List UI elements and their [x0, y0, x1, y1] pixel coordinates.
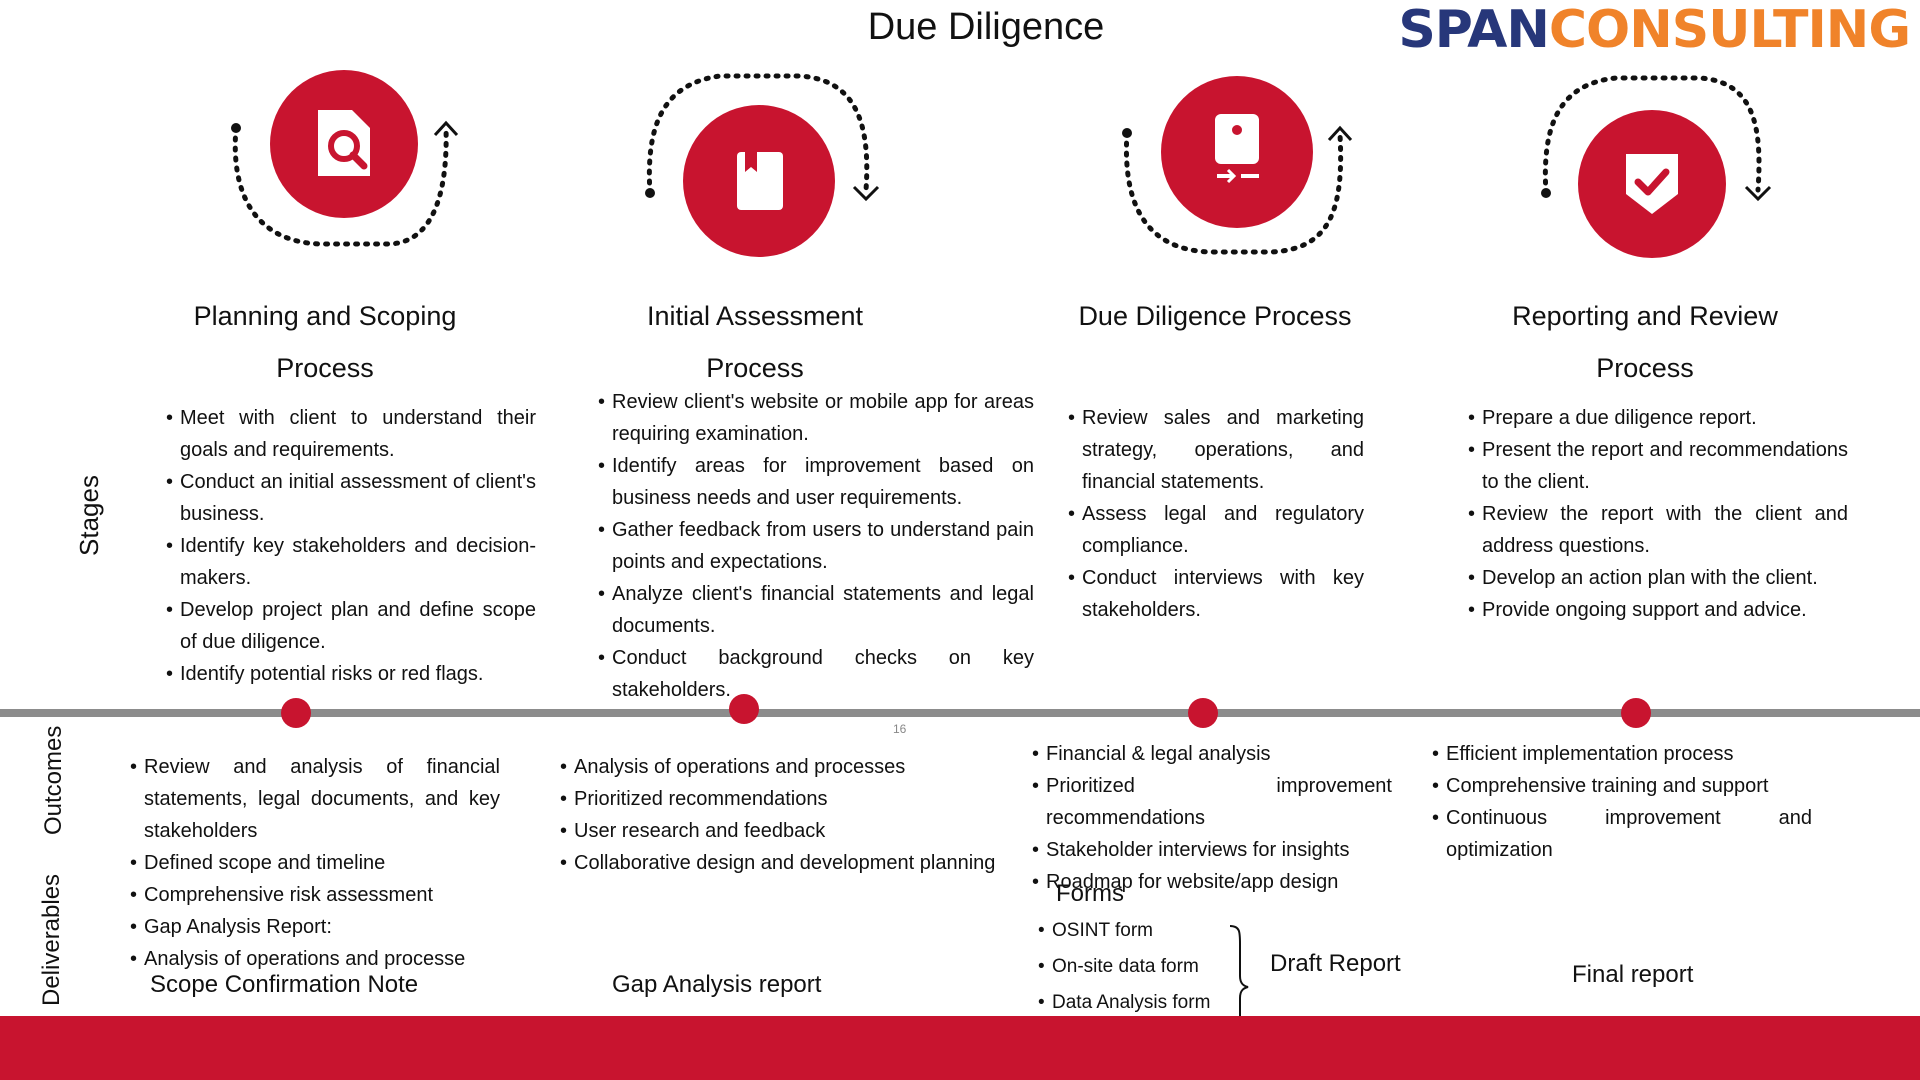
- outcomes-label: Outcomes: [40, 725, 67, 835]
- list-item: Analysis of operations and processes: [560, 751, 996, 783]
- list-item: Efficient implementation process: [1432, 738, 1812, 770]
- list-item: User research and feedback: [560, 815, 996, 847]
- footer-bar: [0, 1016, 1920, 1080]
- stage-4-deliverable: Final report: [1572, 961, 1694, 988]
- deliverables-label: Deliverables: [38, 873, 65, 1006]
- timeline-line: [0, 709, 1920, 717]
- device-transfer-icon: [1215, 114, 1259, 184]
- stage-4-outcomes: Efficient implementation process Compreh…: [1432, 738, 1812, 866]
- list-item: Present the report and recommendations t…: [1468, 434, 1848, 498]
- list-item: Review sales and marketing strategy, ope…: [1068, 402, 1364, 498]
- stages-label: Stages: [74, 475, 104, 556]
- list-item: Defined scope and timeline: [130, 847, 500, 879]
- list-item: Develop an action plan with the client.: [1468, 562, 1848, 594]
- list-item: On-site data form: [1038, 949, 1238, 985]
- list-item: Review and analysis of financial stateme…: [130, 751, 500, 847]
- stage-4-bullets: Prepare a due diligence report. Present …: [1468, 402, 1848, 626]
- stage-2-deliverable: Gap Analysis report: [612, 971, 822, 998]
- list-item: OSINT form: [1038, 913, 1238, 949]
- list-item: Financial & legal analysis: [1032, 738, 1392, 770]
- stage-1-deliverable: Scope Confirmation Note: [150, 971, 419, 998]
- list-item: Identify areas for improvement based on …: [598, 450, 1034, 514]
- timeline-marker-1: [281, 698, 311, 728]
- list-item: Collaborative design and development pla…: [560, 847, 996, 879]
- list-item: Prioritized recommendations: [560, 783, 996, 815]
- list-item: Meet with client to understand their goa…: [166, 402, 536, 466]
- list-item: Comprehensive training and support: [1432, 770, 1812, 802]
- timeline-marker-3: [1188, 698, 1218, 728]
- shield-check-icon: [1626, 154, 1678, 214]
- list-item: Prepare a due diligence report.: [1468, 402, 1848, 434]
- list-item: Identify potential risks or red flags.: [166, 658, 536, 690]
- company-logo: SPANCONSULTING: [1398, 0, 1911, 60]
- page-title: Due Diligence: [867, 6, 1105, 48]
- stage-3-title: Due Diligence Process: [1078, 301, 1352, 331]
- list-item: Data Analysis form: [1038, 985, 1238, 1021]
- list-item: Review client's website or mobile app fo…: [598, 386, 1034, 450]
- list-item: Stakeholder interviews for insights: [1032, 834, 1392, 866]
- list-item: Gap Analysis Report:: [130, 911, 500, 943]
- list-item: Analyze client's financial statements an…: [598, 578, 1034, 642]
- list-item: Continuous improvement and optimization: [1432, 802, 1812, 866]
- stage-3-deliverable: Draft Report: [1270, 950, 1401, 977]
- stage-1-bullets: Meet with client to understand their goa…: [166, 402, 536, 690]
- forms-list: OSINT form On-site data form Data Analys…: [1038, 913, 1238, 1021]
- list-item: Comprehensive risk assessment: [130, 879, 500, 911]
- timeline-marker-2: [729, 694, 759, 724]
- document-search-icon: [318, 110, 370, 176]
- list-item: Develop project plan and define scope of…: [166, 594, 536, 658]
- stage-2-bullets: Review client's website or mobile app fo…: [598, 386, 1034, 706]
- stage-3-bullets: Review sales and marketing strategy, ope…: [1068, 402, 1364, 626]
- list-item: Roadmap for website/app design: [1032, 866, 1392, 898]
- timeline-marker-4: [1621, 698, 1651, 728]
- list-item: Gather feedback from users to understand…: [598, 514, 1034, 578]
- stage-3-outcomes: Financial & legal analysis Prioritized i…: [1032, 738, 1392, 898]
- list-item: Analysis of operations and processe: [130, 943, 500, 975]
- page-number: 16: [893, 722, 907, 736]
- forms-label: Forms: [1056, 880, 1124, 907]
- list-item: Conduct background checks on key stakeho…: [598, 642, 1034, 706]
- book-icon: [737, 152, 783, 210]
- stage-2-outcomes: Analysis of operations and processes Pri…: [560, 751, 996, 879]
- list-item: Identify key stakeholders and decision-m…: [166, 530, 536, 594]
- stage-1-outcomes: Review and analysis of financial stateme…: [130, 751, 500, 975]
- list-item: Prioritized improvement recommendations: [1032, 770, 1392, 834]
- list-item: Provide ongoing support and advice.: [1468, 594, 1848, 626]
- list-item: Conduct an initial assessment of client'…: [166, 466, 536, 530]
- list-item: Assess legal and regulatory compliance.: [1068, 498, 1364, 562]
- list-item: Review the report with the client and ad…: [1468, 498, 1848, 562]
- list-item: Conduct interviews with key stakeholders…: [1068, 562, 1364, 626]
